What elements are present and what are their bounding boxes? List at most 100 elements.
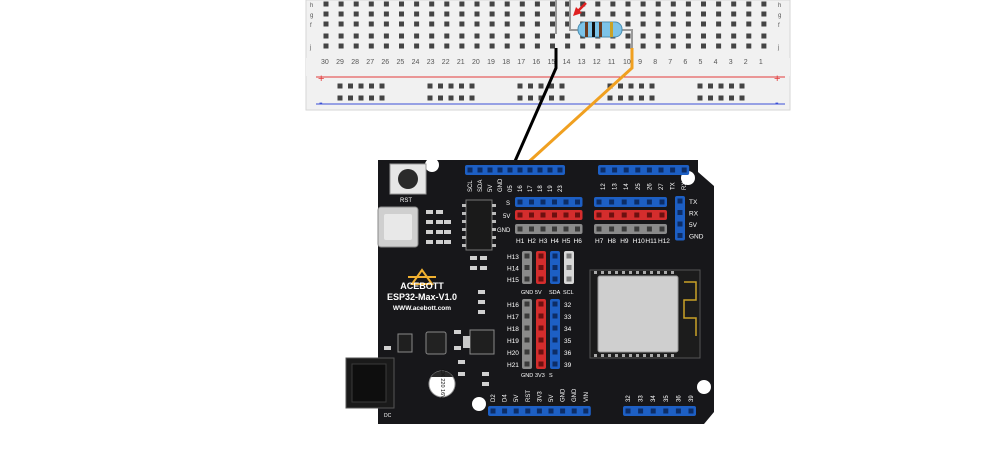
s-row-right-pin[interactable] [634,199,640,205]
low-3v3-pin[interactable] [538,325,544,331]
low-gnd-pin[interactable] [524,361,530,367]
gnd-row-left-pin[interactable] [575,226,580,232]
top-header-right-pin[interactable] [635,167,641,173]
low-s-pin[interactable] [552,337,558,343]
gnd-row-right-pin[interactable] [621,226,627,232]
gnd-row-right-pin[interactable] [659,226,665,232]
5v-row-right-pin[interactable] [596,212,602,218]
5v-row-left-pin[interactable] [563,212,569,218]
top-header-right-pin[interactable] [646,167,652,173]
mid-gnd-pin[interactable] [524,276,530,282]
5v-row-left-pin[interactable] [517,212,523,218]
bottom-header-left-pin[interactable] [536,408,542,414]
bottom-header-left-pin[interactable] [548,408,554,414]
mid-sda-pin[interactable] [552,253,558,259]
5v-row-right-pin[interactable] [609,212,615,218]
bottom-header-left-pin[interactable] [502,408,508,414]
s-row-right-pin[interactable] [659,199,665,205]
gnd-row-right-pin[interactable] [609,226,615,232]
s-row-right-pin[interactable] [646,199,652,205]
s-row-right-pin[interactable] [609,199,615,205]
mid-scl-pin[interactable] [566,276,572,282]
top-header-left-pin[interactable] [497,167,503,173]
gnd-row-right-pin[interactable] [646,226,652,232]
bottom-header-left-pin[interactable] [571,408,577,414]
bottom-header-left-pin[interactable] [525,408,531,414]
low-3v3-pin[interactable] [538,337,544,343]
low-3v3-pin[interactable] [538,301,544,307]
low-gnd-pin[interactable] [524,337,530,343]
gnd-row-left-pin[interactable] [517,226,523,232]
top-header-left-pin[interactable] [537,167,543,173]
mid-scl-pin[interactable] [566,265,572,270]
5v-row-left-pin[interactable] [529,212,534,218]
low-3v3-pin[interactable] [538,349,544,355]
gnd-row-right-pin[interactable] [634,226,640,232]
bottom-header-right-pin[interactable] [663,408,669,414]
gnd-row-left-pin[interactable] [540,226,546,232]
gnd-row-left-pin[interactable] [552,226,557,232]
top-header-left-pin[interactable] [487,167,493,173]
5v-row-right-pin[interactable] [646,212,652,218]
mid-gnd-pin[interactable] [524,265,530,270]
mid-scl-pin[interactable] [566,253,572,259]
mid-5v-pin[interactable] [538,265,544,270]
bottom-header-left-pin[interactable] [560,408,566,414]
top-header-left-pin[interactable] [527,167,533,173]
reset-button[interactable] [389,163,427,195]
mid-sda-pin[interactable] [552,265,558,270]
top-header-left-pin[interactable] [467,167,473,173]
top-header-right-pin[interactable] [681,167,687,173]
bottom-header-right-pin[interactable] [625,408,631,414]
bottom-header-left-pin[interactable] [513,408,519,414]
top-header-left-pin[interactable] [477,167,483,173]
s-row-left-pin[interactable] [529,199,534,205]
bottom-header-right-pin[interactable] [650,408,656,414]
gnd-row-left-pin[interactable] [563,226,569,232]
low-gnd-pin[interactable] [524,349,530,355]
uart-header-pin[interactable] [677,233,683,238]
uart-header-pin[interactable] [677,198,683,204]
low-gnd-pin[interactable] [524,313,530,319]
s-row-left-pin[interactable] [517,199,523,205]
bottom-header-left-pin[interactable] [583,408,589,414]
gnd-row-right-pin[interactable] [596,226,602,232]
top-header-right-pin[interactable] [612,167,618,173]
top-header-right-pin[interactable] [623,167,629,173]
bottom-header-left-pin[interactable] [490,408,496,414]
low-s-pin[interactable] [552,301,558,307]
bottom-header-right-pin[interactable] [638,408,644,414]
5v-row-right-pin[interactable] [634,212,640,218]
5v-row-right-pin[interactable] [621,212,627,218]
bottom-header-right-pin[interactable] [688,408,694,414]
bottom-header-right-pin[interactable] [675,408,681,414]
gnd-row-left-pin[interactable] [529,226,534,232]
5v-row-left-pin[interactable] [540,212,546,218]
s-row-left-pin[interactable] [540,199,546,205]
top-header-left-pin[interactable] [517,167,523,173]
uart-header-pin[interactable] [677,221,683,227]
s-row-left-pin[interactable] [552,199,557,205]
mid-5v-pin[interactable] [538,253,544,259]
uart-header-pin[interactable] [677,210,683,215]
top-header-right-pin[interactable] [600,167,606,173]
low-s-pin[interactable] [552,313,558,319]
top-header-right-pin[interactable] [670,167,676,173]
low-s-pin[interactable] [552,325,558,331]
mid-gnd-pin[interactable] [524,253,530,259]
s-row-left-pin[interactable] [563,199,569,205]
5v-row-left-pin[interactable] [575,212,580,218]
low-gnd-pin[interactable] [524,301,530,307]
low-3v3-pin[interactable] [538,313,544,319]
top-header-left-pin[interactable] [507,167,513,173]
top-header-left-pin[interactable] [557,167,563,173]
low-3v3-pin[interactable] [538,361,544,367]
low-s-pin[interactable] [552,349,558,355]
low-gnd-pin[interactable] [524,325,530,331]
5v-row-left-pin[interactable] [552,212,557,218]
5v-row-right-pin[interactable] [659,212,665,218]
s-row-right-pin[interactable] [621,199,627,205]
mid-sda-pin[interactable] [552,276,558,282]
mid-5v-pin[interactable] [538,276,544,282]
top-header-left-pin[interactable] [547,167,553,173]
